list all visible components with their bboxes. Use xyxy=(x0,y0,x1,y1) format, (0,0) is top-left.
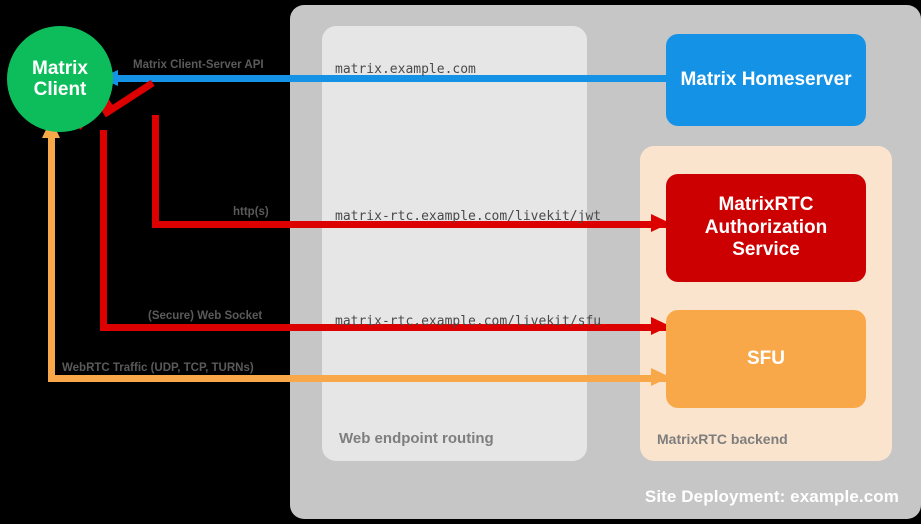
site-deployment-label: Site Deployment: example.com xyxy=(644,487,899,506)
auth-service-label-line2: Authorization xyxy=(704,216,828,238)
edge-jwt-label: http(s) xyxy=(233,206,269,218)
auth-service-label-line3: Service xyxy=(732,239,800,261)
edge-websocket-horizontal xyxy=(100,324,666,331)
matrixrtc-authorization-service-node[interactable]: MatrixRTC Authorization Service xyxy=(666,174,866,282)
matrix-client-label-line1: Matrix xyxy=(32,57,88,79)
matrix-client-label-line2: Client xyxy=(33,79,87,100)
matrix-homeserver-label: Matrix Homeserver xyxy=(680,68,852,90)
web-endpoint-routing-label: Web endpoint routing xyxy=(339,430,494,447)
edge-webrtc-label: WebRTC Traffic (UDP, TCP, TURNs) xyxy=(62,362,254,374)
edge-webrtc-vertical xyxy=(48,137,55,382)
web-endpoint-routing-container: Web endpoint routing xyxy=(322,26,587,461)
edge-jwt-horizontal xyxy=(152,221,666,228)
sfu-label: SFU xyxy=(747,347,785,369)
edge-jwt-endpoint: matrix-rtc.example.com/livekit/jwt xyxy=(335,209,602,224)
matrix-client-node[interactable]: Matrix Client xyxy=(7,26,113,132)
auth-service-label-line1: MatrixRTC xyxy=(718,193,814,215)
matrix-homeserver-node[interactable]: Matrix Homeserver xyxy=(666,34,866,126)
edge-websocket-label: (Secure) Web Socket xyxy=(148,310,263,322)
matrixrtc-backend-label: MatrixRTC backend xyxy=(657,431,788,447)
sfu-node[interactable]: SFU xyxy=(666,310,866,408)
edge-webrtc-horizontal xyxy=(48,375,666,382)
edge-cs-api-line xyxy=(115,75,666,82)
edge-cs-api-endpoint: matrix.example.com xyxy=(335,62,476,77)
edge-jwt-arrowhead-target xyxy=(651,214,670,232)
edge-webrtc-arrowhead-target xyxy=(651,368,670,386)
edge-websocket-arrowhead-target xyxy=(651,317,670,335)
edge-websocket-endpoint: matrix-rtc.example.com/livekit/sfu xyxy=(335,314,602,329)
edge-jwt-vertical xyxy=(152,115,159,228)
edge-websocket-vertical xyxy=(100,130,107,331)
edge-cs-api-label: Matrix Client-Server API xyxy=(133,59,264,71)
